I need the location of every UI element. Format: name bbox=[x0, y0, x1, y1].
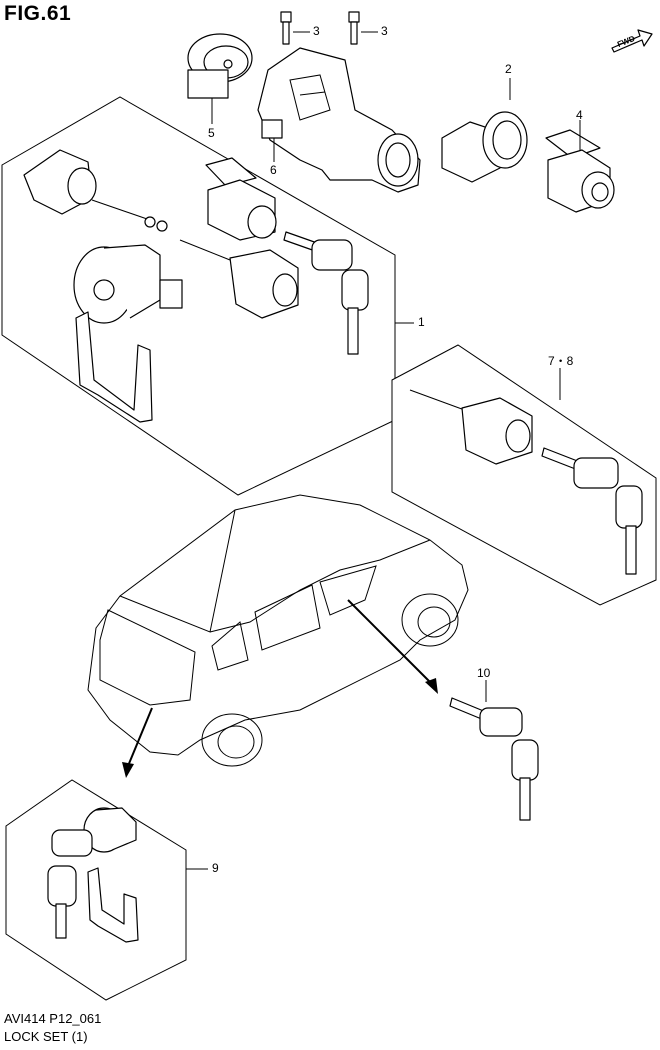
bolt-part-3a bbox=[280, 11, 292, 45]
door-lock-cylinder-left bbox=[23, 149, 168, 232]
tailgate-lock-cylinder-kit-9 bbox=[51, 807, 137, 857]
lock-cylinder-part-4 bbox=[545, 129, 615, 213]
callout-6: 6 bbox=[270, 163, 277, 177]
callout-2: 2 bbox=[505, 62, 512, 76]
callout-7-8: 7・8 bbox=[548, 354, 574, 368]
lock-bracket-kit-9 bbox=[87, 867, 139, 943]
callout-9: 9 bbox=[212, 861, 219, 875]
figure-title: FIG.61 bbox=[4, 2, 72, 25]
pointer-line-door bbox=[347, 599, 438, 694]
kit-frame-7-8 bbox=[391, 344, 657, 606]
key-kit-9 bbox=[47, 865, 77, 939]
callout-3b: 3 bbox=[381, 24, 388, 38]
callout-10: 10 bbox=[477, 666, 491, 680]
glove-box-cylinder bbox=[205, 157, 277, 241]
ignition-housing-part-6 bbox=[257, 47, 421, 193]
callout-5: 5 bbox=[208, 126, 215, 140]
callout-1: 1 bbox=[418, 315, 425, 329]
key-kit-7-8 bbox=[541, 447, 643, 575]
callout-leaders bbox=[186, 31, 581, 870]
figure-code: AVI414 P12_061 bbox=[4, 1011, 102, 1026]
fuel-lid-cylinder bbox=[73, 244, 183, 324]
door-lock-cylinder-right bbox=[179, 239, 299, 319]
lock-bracket-kit-1 bbox=[75, 311, 153, 423]
figure-caption: LOCK SET (1) bbox=[4, 1029, 88, 1044]
door-lock-cylinder-kit-7-8 bbox=[409, 389, 533, 465]
key-blank-kit-1 bbox=[283, 231, 369, 355]
bolt-part-3b bbox=[348, 11, 360, 45]
ignition-switch-part-2 bbox=[441, 111, 528, 183]
callout-3a: 3 bbox=[313, 24, 320, 38]
key-part-10 bbox=[449, 697, 539, 821]
callout-4: 4 bbox=[576, 108, 583, 122]
fwd-arrow-icon bbox=[611, 29, 653, 53]
pointer-line-tailgate bbox=[122, 707, 153, 778]
vehicle-outline bbox=[87, 494, 469, 767]
steering-lock-cylinder-part-5 bbox=[187, 33, 253, 99]
